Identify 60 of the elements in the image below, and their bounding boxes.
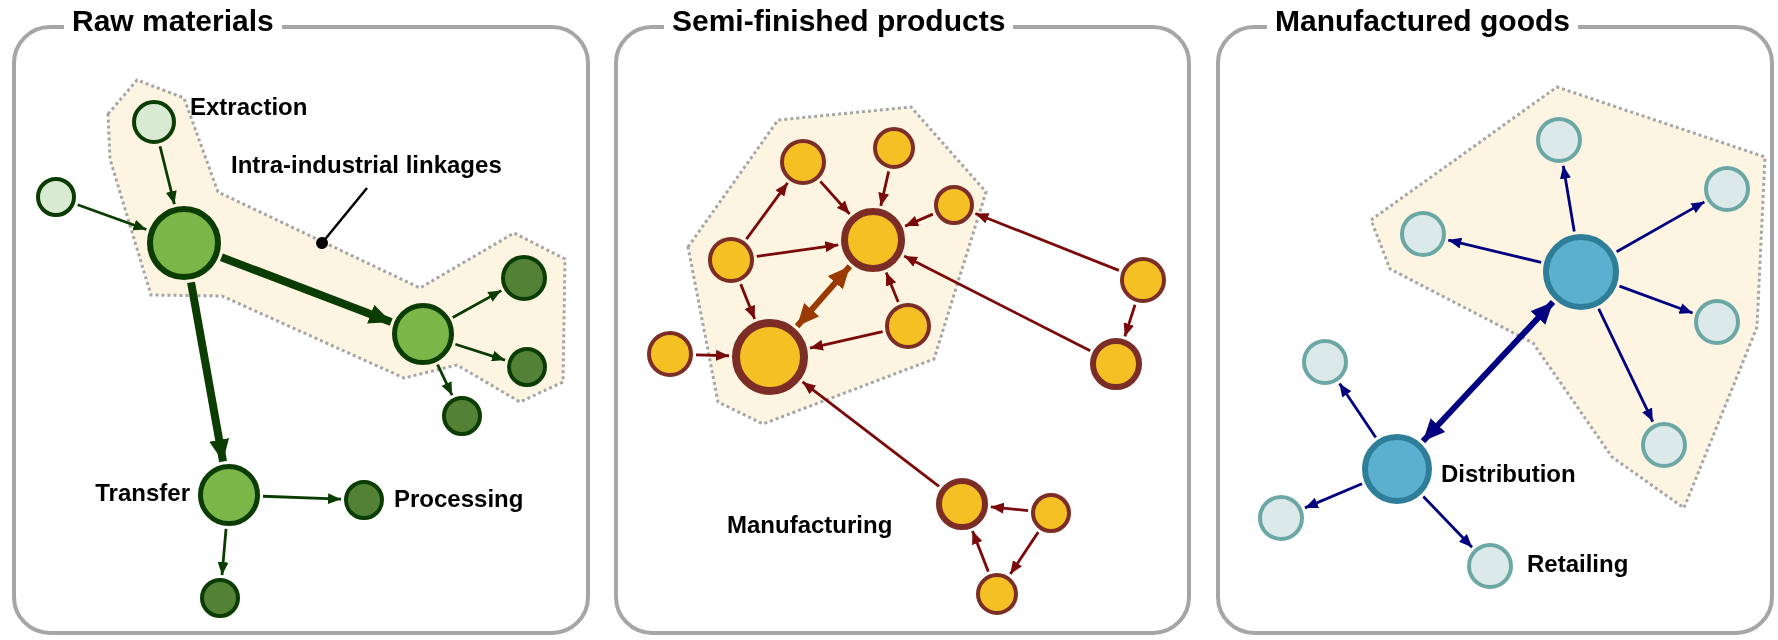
arrow xyxy=(187,281,229,463)
node-circle xyxy=(647,331,693,377)
arrow xyxy=(1447,237,1542,264)
arrow xyxy=(903,254,1091,353)
node-label: Retailing xyxy=(1527,551,1629,578)
node-label: Transfer xyxy=(95,480,190,507)
node-label: Extraction xyxy=(190,94,308,121)
arrow xyxy=(990,502,1029,514)
cluster-region xyxy=(1369,85,1767,510)
arrow xyxy=(219,253,393,326)
node-circle xyxy=(936,478,988,530)
arrow xyxy=(884,271,900,303)
arrow xyxy=(1597,308,1654,423)
arrow xyxy=(878,171,891,207)
arrow xyxy=(756,241,839,258)
node-circle xyxy=(1258,495,1304,541)
arrow xyxy=(1123,304,1137,337)
node-circle xyxy=(1467,543,1513,589)
arrow xyxy=(809,330,883,351)
arrow xyxy=(436,364,454,396)
node-circle xyxy=(344,480,384,520)
leader-line xyxy=(316,187,368,249)
arrow xyxy=(695,349,730,361)
node-circle xyxy=(36,177,76,217)
arrow xyxy=(1422,495,1473,549)
arrow xyxy=(794,264,853,329)
node-label: Distribution xyxy=(1441,461,1576,488)
arrow xyxy=(1560,165,1576,232)
node-circle xyxy=(1090,338,1142,390)
arrow xyxy=(974,212,1120,272)
arrow xyxy=(262,493,342,505)
arrow xyxy=(801,380,940,488)
region-label: Intra-industrial linkages xyxy=(231,152,502,179)
arrow xyxy=(1619,284,1694,315)
arrow xyxy=(745,182,789,240)
arrow xyxy=(455,342,506,362)
node-circle xyxy=(442,396,482,436)
arrow xyxy=(1615,200,1706,253)
arrow xyxy=(739,283,756,320)
node-circle xyxy=(200,578,240,618)
arrow xyxy=(1420,299,1556,444)
node-circle xyxy=(1120,257,1166,303)
arrow xyxy=(452,289,502,319)
arrow xyxy=(217,528,229,576)
arrow xyxy=(1009,531,1040,575)
node-label: Processing xyxy=(394,486,524,513)
arrow xyxy=(1304,482,1363,510)
arrow xyxy=(819,180,851,215)
cluster-region xyxy=(686,105,988,426)
arrow xyxy=(77,203,147,231)
arrow xyxy=(1338,382,1377,439)
node-circle xyxy=(1362,434,1432,504)
arrow xyxy=(904,212,934,228)
node-label: Manufacturing xyxy=(727,512,893,539)
node-circle xyxy=(1302,339,1348,385)
arrow xyxy=(158,145,177,205)
node-circle xyxy=(1031,493,1071,533)
node-circle xyxy=(976,573,1018,615)
cluster-region xyxy=(106,78,567,404)
arrow xyxy=(971,530,990,573)
